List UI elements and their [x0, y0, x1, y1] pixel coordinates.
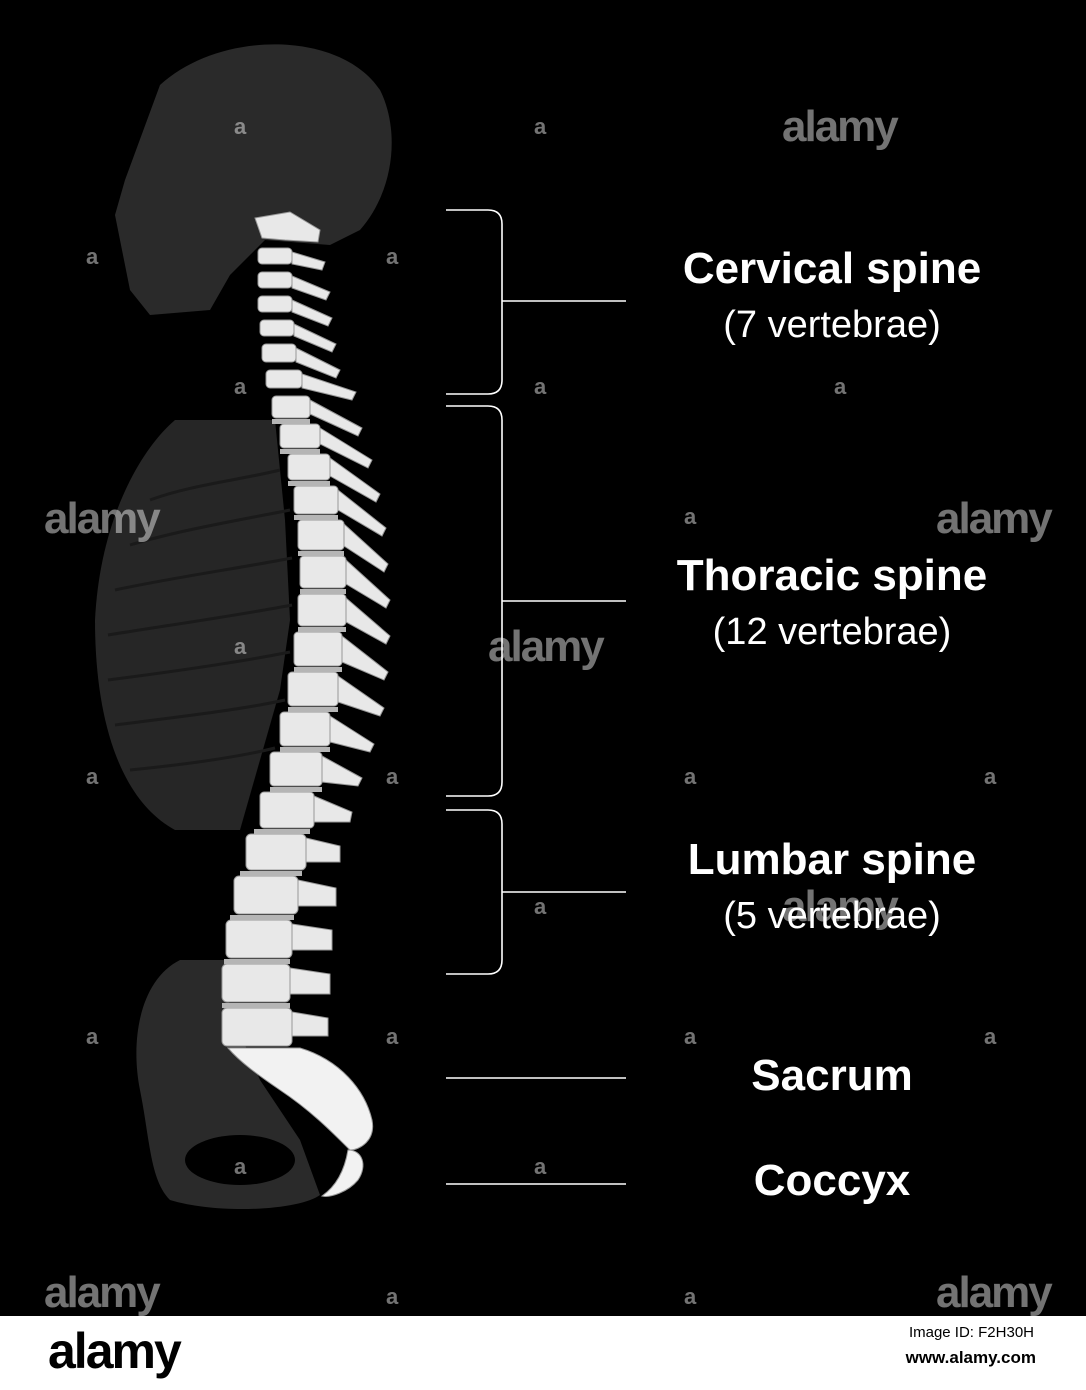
- watermark-mark: a: [534, 1154, 547, 1179]
- watermark-mark: a: [684, 504, 697, 529]
- vertebrae-count: (12 vertebrae): [712, 611, 952, 653]
- image-id: Image ID: F2H30H: [908, 1324, 1034, 1341]
- watermark-mark: a: [386, 764, 399, 789]
- watermark-mark: a: [684, 1284, 697, 1309]
- ribcage-silhouette: [95, 420, 290, 830]
- coccyx-bone: [320, 1149, 364, 1197]
- watermark-mark: a: [984, 1024, 997, 1049]
- thoracic-vertebrae: [259, 395, 391, 829]
- pelvis-opening: [185, 1135, 295, 1185]
- region-brackets: [446, 209, 626, 1185]
- region-name: Lumbar spine: [687, 835, 977, 884]
- watermark-mark: a: [86, 1024, 99, 1049]
- watermark-mark: a: [86, 764, 99, 789]
- region-name: Cervical spine: [682, 244, 982, 293]
- skull-silhouette: [115, 44, 392, 315]
- watermark-logo: alamy: [782, 882, 899, 931]
- bracket-thoracic: [446, 405, 503, 797]
- bracket-lumbar: [446, 809, 503, 975]
- label-cervical-spine: Cervical spine (7 vertebrae): [622, 243, 1042, 349]
- watermark-logo: alamy: [44, 1268, 161, 1317]
- vertebrae-count: (7 vertebrae): [723, 304, 941, 346]
- watermark-mark: a: [234, 114, 247, 139]
- label-thoracic-spine: Thoracic spine (12 vertebrae): [622, 550, 1042, 656]
- watermark-mark: a: [386, 1284, 399, 1309]
- watermark-mark: a: [234, 634, 247, 659]
- watermark-mark: a: [86, 244, 99, 269]
- watermark-mark: a: [984, 764, 997, 789]
- label-coccyx: Coccyx: [622, 1155, 1042, 1207]
- footer-bar: alamy Image ID: F2H30H www.alamy.com: [0, 1316, 1086, 1390]
- watermark-logo: alamy: [782, 102, 899, 151]
- watermark-mark: a: [386, 1024, 399, 1049]
- intervertebral-discs: [222, 419, 346, 1008]
- region-name: Thoracic spine: [676, 551, 988, 600]
- footer-logo: alamy: [48, 1323, 182, 1379]
- watermark-logo: alamy: [936, 1268, 1053, 1317]
- watermark-logo: alamy: [488, 622, 605, 671]
- cervical-vertebrae: [254, 211, 357, 401]
- bracket-cervical: [446, 209, 503, 395]
- watermark-logo: alamy: [936, 494, 1053, 543]
- watermark-mark: a: [386, 244, 399, 269]
- spine: [221, 211, 391, 1197]
- watermark-mark: a: [534, 114, 547, 139]
- watermark-mark: a: [834, 374, 847, 399]
- vertebrae-count: (5 vertebrae): [723, 895, 941, 937]
- footer-url[interactable]: www.alamy.com: [905, 1348, 1036, 1367]
- region-name: Sacrum: [751, 1051, 913, 1100]
- watermark-logo: alamy: [44, 494, 161, 543]
- label-sacrum: Sacrum: [622, 1050, 1042, 1102]
- lumbar-vertebrae: [221, 833, 341, 1047]
- watermark-mark: a: [234, 1154, 247, 1179]
- watermark-mark: a: [534, 374, 547, 399]
- watermark-mark: a: [684, 1024, 697, 1049]
- rib-lines: [107, 468, 293, 772]
- spine-diagram: [95, 44, 626, 1210]
- watermark-mark: a: [684, 764, 697, 789]
- region-name: Coccyx: [753, 1156, 911, 1205]
- watermark-mark: a: [534, 894, 547, 919]
- watermark-mark: a: [234, 374, 247, 399]
- label-lumbar-spine: Lumbar spine (5 vertebrae): [622, 834, 1042, 940]
